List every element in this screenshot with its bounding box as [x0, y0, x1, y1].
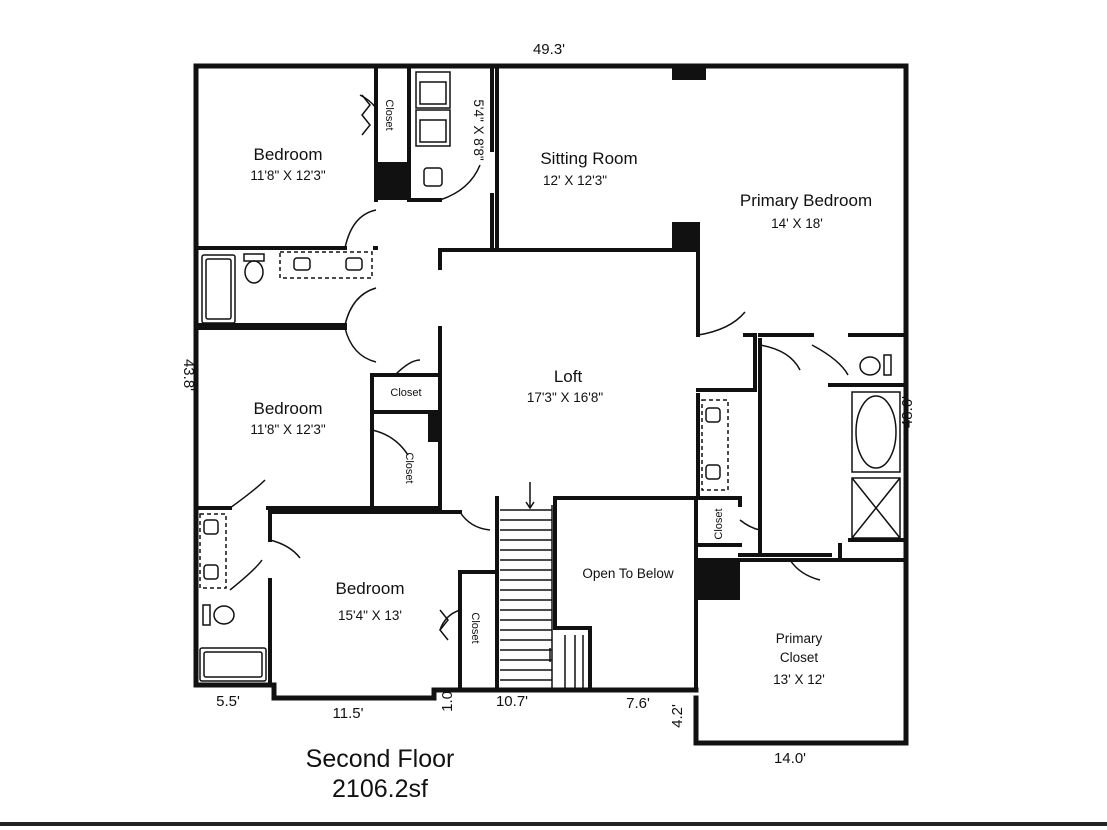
- primary-closet-name-line1: Primary: [776, 631, 823, 646]
- floor-title: Second Floor: [305, 745, 455, 773]
- dim-bottom-11-5: 11.5': [333, 705, 364, 722]
- primary-closet-size: 13' X 12': [773, 672, 825, 687]
- bedroom2-name: Bedroom: [254, 399, 323, 418]
- floor-area: 2106.2sf: [332, 775, 428, 803]
- dim-bottom-10-7: 10.7': [496, 693, 528, 710]
- closet-labels: Closet Closet Closet Closet Closet: [383, 99, 725, 643]
- structural-blocks: [376, 66, 740, 600]
- dim-bottom-5-5: 5.5': [216, 693, 240, 710]
- loft-size: 17'3" X 16'8": [527, 390, 604, 405]
- primary-bedroom-size: 14' X 18': [771, 216, 823, 231]
- laundry-size: 5'4" X 8'8": [471, 99, 486, 160]
- dim-bottom-14-0: 14.0': [774, 750, 806, 767]
- dim-bottom-1-0: 1.0': [439, 688, 456, 712]
- dim-top: 49.3': [533, 41, 565, 58]
- sitting-room-name: Sitting Room: [540, 149, 637, 168]
- exterior-walls: [193, 63, 909, 746]
- closet-label-4: Closet: [469, 612, 481, 643]
- dimension-labels: 49.3' 43.8' 48.0' 5.5' 11.5' 1.0' 10.7' …: [180, 41, 916, 767]
- loft-name: Loft: [554, 367, 583, 386]
- doors: [229, 94, 849, 631]
- bedroom1-name: Bedroom: [254, 145, 323, 164]
- bedroom3-name: Bedroom: [336, 579, 405, 598]
- page-edge-line: [0, 822, 1107, 826]
- closet-label-5: Closet: [713, 508, 725, 539]
- open-to-below-label: Open To Below: [582, 566, 674, 581]
- dim-bottom-7-6: 7.6': [626, 695, 650, 712]
- dim-left: 43.8': [180, 359, 197, 391]
- closet-label-2: Closet: [390, 387, 421, 399]
- dim-right: 48.0': [899, 396, 916, 428]
- primary-bedroom-name: Primary Bedroom: [740, 191, 872, 210]
- sitting-room-size: 12' X 12'3": [543, 173, 607, 188]
- closet-label-1: Closet: [383, 99, 395, 130]
- fixtures: [199, 71, 901, 682]
- interior-walls: [194, 64, 908, 692]
- primary-closet-name-line2: Closet: [780, 650, 819, 665]
- bedroom3-size: 15'4" X 13': [338, 608, 402, 623]
- bedroom1-size: 11'8" X 12'3": [250, 168, 325, 183]
- closet-label-3: Closet: [403, 452, 415, 483]
- floor-caption: Second Floor 2106.2sf: [260, 744, 500, 804]
- room-labels: Bedroom 11'8" X 12'3" Sitting Room 12' X…: [250, 99, 872, 687]
- stairs: [500, 482, 584, 690]
- bedroom2-size: 11'8" X 12'3": [250, 422, 325, 437]
- dim-bottom-4-2: 4.2': [669, 704, 686, 728]
